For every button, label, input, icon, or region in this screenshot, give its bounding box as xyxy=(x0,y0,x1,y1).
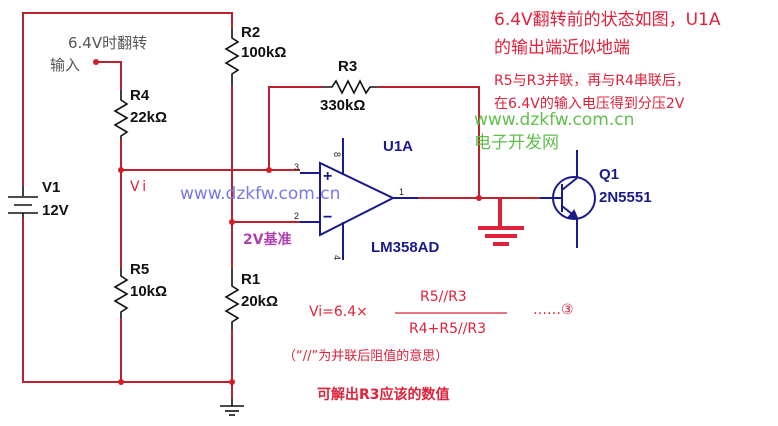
vi-label: Vi xyxy=(130,179,150,195)
pin-4-label: 4 xyxy=(332,254,343,261)
r1-ref: R1 xyxy=(241,271,261,288)
formula-denominator: R4+R5//R3 xyxy=(409,321,487,337)
r5-resistor-icon xyxy=(113,268,129,318)
ref-2v-label: 2V基准 xyxy=(243,232,292,248)
v1-value: 12V xyxy=(42,202,69,219)
pin-8-label: 8 xyxy=(332,151,343,158)
pin-2-label: 2 xyxy=(294,211,300,221)
transistor-icon xyxy=(540,150,596,248)
v1-ref: V1 xyxy=(42,179,61,196)
r3-resistor-icon xyxy=(322,79,378,95)
transistor-collector xyxy=(561,177,578,191)
input-note-line1: 6.4V时翻转 xyxy=(68,34,148,52)
r2-ref: R2 xyxy=(241,24,261,41)
input-note-line2: 输入 xyxy=(50,56,81,74)
opamp-minus-sign: − xyxy=(323,209,333,226)
r1-value: 20kΩ xyxy=(241,293,279,310)
opamp-triangle xyxy=(319,161,396,237)
wires xyxy=(22,12,540,398)
r5-ref: R5 xyxy=(130,261,150,278)
wire-top xyxy=(22,12,233,186)
wire-input xyxy=(97,61,122,90)
annotation-note-line2: 在6.4V的输入电压得到分压2V xyxy=(494,96,685,112)
r2-value: 100kΩ xyxy=(241,44,287,61)
watermark-green-url: www.dzkfw.com.cn xyxy=(474,110,635,130)
output-ground-icon xyxy=(478,198,524,246)
r4-value: 22kΩ xyxy=(130,109,168,126)
q1-value: 2N5551 xyxy=(599,189,652,206)
wire-r3-left xyxy=(268,86,322,170)
annotation-note-line1: R5与R3并联，再与R4串联后， xyxy=(494,73,690,89)
formula-tag: ……③ xyxy=(533,302,574,318)
opamp-plus-sign: + xyxy=(323,168,333,185)
r4-resistor-icon xyxy=(113,90,129,140)
r4-ref: R4 xyxy=(130,87,150,104)
wire-r3-right xyxy=(378,86,480,198)
u1a-value: LM358AD xyxy=(371,239,440,256)
r1-resistor-icon xyxy=(224,268,240,330)
annotation-title-line2: 的输出端近似地端 xyxy=(494,38,630,58)
watermark-blue-url: www.dzkfw.com.cn xyxy=(180,184,341,204)
junction-r3 xyxy=(266,167,272,173)
pin-3-label: 3 xyxy=(294,162,300,172)
formula-note: （“//”为并联后阻值的意思） xyxy=(283,349,449,364)
transistor-emitter-arrow xyxy=(567,209,579,220)
formula-lhs: Vi=6.4× xyxy=(309,304,368,320)
watermark-green-name: 电子开发网 xyxy=(474,133,559,153)
pin-1-label: 1 xyxy=(399,187,405,197)
wire-bottom-bus xyxy=(22,218,232,383)
r3-value: 330kΩ xyxy=(320,97,366,114)
r2-resistor-icon xyxy=(224,28,240,86)
annotation-title-line1: 6.4V翻转前的状态如图，U1A xyxy=(494,10,721,30)
opamp-icon xyxy=(300,138,418,260)
junctions xyxy=(93,59,482,385)
r5-value: 10kΩ xyxy=(130,283,168,300)
junction-input xyxy=(93,59,99,65)
junction-bus-r1 xyxy=(229,379,235,385)
q1-ref: Q1 xyxy=(599,166,620,183)
r3-ref: R3 xyxy=(338,58,358,75)
junction-out xyxy=(476,195,482,201)
conclusion-text: 可解出R3应该的数值 xyxy=(317,387,450,403)
u1a-ref: U1A xyxy=(383,138,414,155)
junction-ref xyxy=(229,219,235,225)
junction-vi xyxy=(118,167,124,173)
formula-numerator: R5//R3 xyxy=(420,289,467,305)
junction-bus-r5 xyxy=(118,379,124,385)
